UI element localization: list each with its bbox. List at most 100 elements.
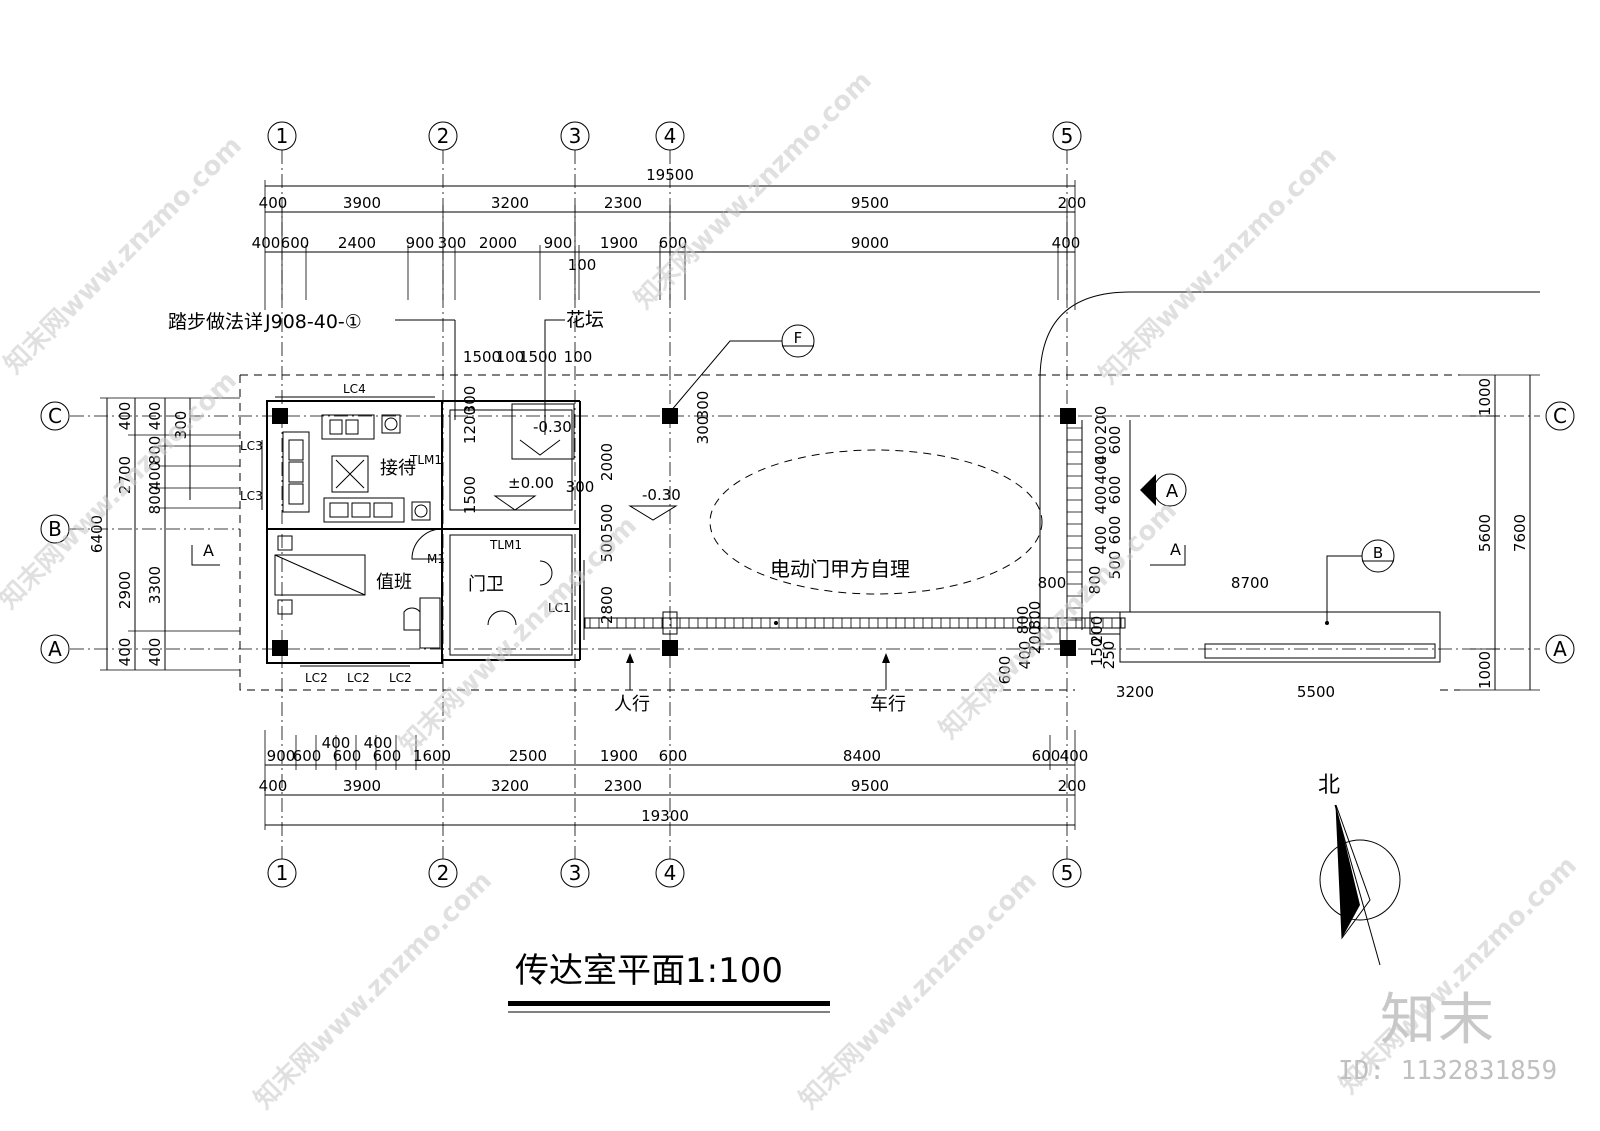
axis-a-left: A bbox=[48, 637, 62, 661]
misc-dim-5: 300 bbox=[461, 386, 479, 415]
axis-1-top: 1 bbox=[276, 124, 289, 148]
reception-furniture bbox=[282, 414, 431, 523]
level-marks bbox=[493, 495, 678, 521]
dim-left-mid-0: 400 bbox=[116, 402, 134, 431]
misc-dim-1: 100 bbox=[496, 348, 525, 366]
dim-left-in-3: 800 bbox=[146, 486, 164, 515]
dim-bot-small-1: 400 bbox=[364, 734, 393, 752]
dim-bot-r1-5: 2500 bbox=[509, 747, 547, 765]
misc-dim-21: 250 bbox=[1100, 641, 1118, 670]
gate-dim-6: 600 bbox=[1106, 516, 1124, 545]
dim-top-r1-0: 400 bbox=[259, 194, 288, 212]
gate-dim-3: 400 bbox=[1092, 486, 1110, 515]
axis-c-left: C bbox=[48, 404, 62, 428]
dim-top-r2-4: 300 bbox=[438, 234, 467, 252]
misc-dim-8: 300 bbox=[566, 478, 595, 496]
dim-left-in2: 300 bbox=[172, 411, 190, 440]
ref-a: A bbox=[1166, 481, 1179, 502]
title-text: 传达室平面1:100 bbox=[515, 951, 783, 991]
window-lc3-b: LC3 bbox=[240, 489, 263, 503]
dim-top-r2-9: 9000 bbox=[851, 234, 889, 252]
dim-top-r2-5: 2000 bbox=[479, 234, 517, 252]
dim-bot-r2-5: 200 bbox=[1058, 777, 1087, 795]
misc-dim-20: 200 bbox=[1088, 616, 1106, 645]
axis-2-bottom: 2 bbox=[437, 861, 450, 885]
gate-dim-0: 200 bbox=[1092, 406, 1110, 435]
building-walls bbox=[266, 400, 581, 664]
section-a-right: A bbox=[1170, 540, 1181, 559]
door-tlm1-a: TLM1 bbox=[409, 453, 442, 467]
gate-stairs bbox=[1066, 420, 1131, 630]
gate-dim-7: 400 bbox=[1092, 456, 1110, 485]
watermark-layer: 知末网www.znzmo.com 知末网www.znzmo.com 知末网www… bbox=[0, 66, 1583, 1115]
door-m1: M1 bbox=[427, 552, 445, 566]
dim-top-r2-3: 900 bbox=[406, 234, 435, 252]
window-lc1: LC1 bbox=[548, 601, 571, 615]
duty-furniture bbox=[274, 528, 443, 649]
misc-dim-11: 2800 bbox=[598, 586, 616, 624]
misc-dim-0: 1500 bbox=[463, 348, 501, 366]
dim-bot-r1-6: 1900 bbox=[600, 747, 638, 765]
misc-dim-4: 1200 bbox=[461, 406, 479, 444]
dim-top-r2-1: 600 bbox=[281, 234, 310, 252]
dim-bot-r1-3: 600 bbox=[373, 747, 402, 765]
dim-top-r1-3: 2300 bbox=[604, 194, 642, 212]
leader-lines bbox=[395, 319, 565, 435]
misc-dim-18: 5500 bbox=[1297, 683, 1335, 701]
dim-top-r1-1: 3900 bbox=[343, 194, 381, 212]
dim-bot-r2-3: 2300 bbox=[604, 777, 642, 795]
dim-left-in-1: 800 bbox=[146, 436, 164, 465]
window-lc2-a: LC2 bbox=[305, 671, 328, 685]
dim-top-r1-5: 200 bbox=[1058, 194, 1087, 212]
drawing-title: 传达室平面1:100 bbox=[508, 951, 830, 1013]
dim-left-in-5: 400 bbox=[146, 638, 164, 667]
level-neg2: -0.30 bbox=[642, 486, 681, 504]
level-zero: ±0.00 bbox=[508, 474, 554, 492]
gate-stair-dimensions: 200 400 600 400 600 400 600 400 500 bbox=[1092, 406, 1124, 580]
misc-dimensions: 1500 100 1500 100 1200 300 1500 2000 300… bbox=[461, 348, 1335, 701]
watermark-8: 知末网www.znzmo.com bbox=[794, 866, 1043, 1115]
axis-2-top: 2 bbox=[437, 124, 450, 148]
axis-1-bottom: 1 bbox=[276, 861, 289, 885]
dim-right-in-1: 5600 bbox=[1476, 514, 1494, 552]
flower-bed-label: 花坛 bbox=[566, 309, 604, 331]
window-lc2-b: LC2 bbox=[347, 671, 370, 685]
misc-dim-14: 800 bbox=[1038, 574, 1067, 592]
gate-dim-1: 400 bbox=[1092, 436, 1110, 465]
dim-top-small: 100 bbox=[568, 256, 597, 274]
misc-dim-2: 1500 bbox=[519, 348, 557, 366]
dim-bot-total: 19300 bbox=[641, 807, 689, 825]
dim-left-mid-2: 2900 bbox=[116, 571, 134, 609]
dim-bot-r1-8: 8400 bbox=[843, 747, 881, 765]
dim-bot-r1-2: 600 bbox=[333, 747, 362, 765]
dim-top-r1-4: 9500 bbox=[851, 194, 889, 212]
misc-dim-6: 1500 bbox=[461, 476, 479, 514]
axis-bubbles-bottom: 1 2 3 4 5 bbox=[267, 858, 1082, 888]
axis-b-left: B bbox=[48, 517, 62, 541]
watermark-6: 知末网www.znzmo.com bbox=[934, 496, 1183, 745]
site-boundary bbox=[239, 291, 1540, 691]
top-dimensions: 19500 400 3900 3200 2300 9500 200 400 60… bbox=[252, 166, 1087, 310]
misc-dim-22: 200 bbox=[1026, 626, 1044, 655]
dim-bot-r2-0: 400 bbox=[259, 777, 288, 795]
watermark-7: 知末网www.znzmo.com bbox=[249, 866, 498, 1115]
dim-right-outer: 7600 bbox=[1511, 514, 1529, 552]
misc-dim-17: 3200 bbox=[1116, 683, 1154, 701]
gate-dim-4: 600 bbox=[1106, 476, 1124, 505]
columns bbox=[272, 408, 1076, 656]
dim-top-r2-0: 400 bbox=[252, 234, 281, 252]
dim-left-in-2: 400 bbox=[146, 462, 164, 491]
dim-bot-r1-1: 600 bbox=[293, 747, 322, 765]
watermark-1: 知末网www.znzmo.com bbox=[0, 131, 248, 380]
misc-dim-10: 500 bbox=[598, 534, 616, 563]
gate-note: 电动门甲方自理 bbox=[770, 557, 910, 581]
reference-bubbles: F B A bbox=[669, 324, 1395, 623]
axis-bubbles-side: C B A C A bbox=[40, 401, 1575, 664]
gate-dim-8: 500 bbox=[1106, 551, 1124, 580]
level-neg1: -0.30 bbox=[533, 418, 572, 436]
dim-left-in-0: 400 bbox=[146, 402, 164, 431]
dim-top-r2-6: 900 bbox=[544, 234, 573, 252]
guard-furniture bbox=[487, 560, 553, 626]
axis-c-right: C bbox=[1553, 404, 1567, 428]
dim-bot-r1-4: 1600 bbox=[413, 747, 451, 765]
